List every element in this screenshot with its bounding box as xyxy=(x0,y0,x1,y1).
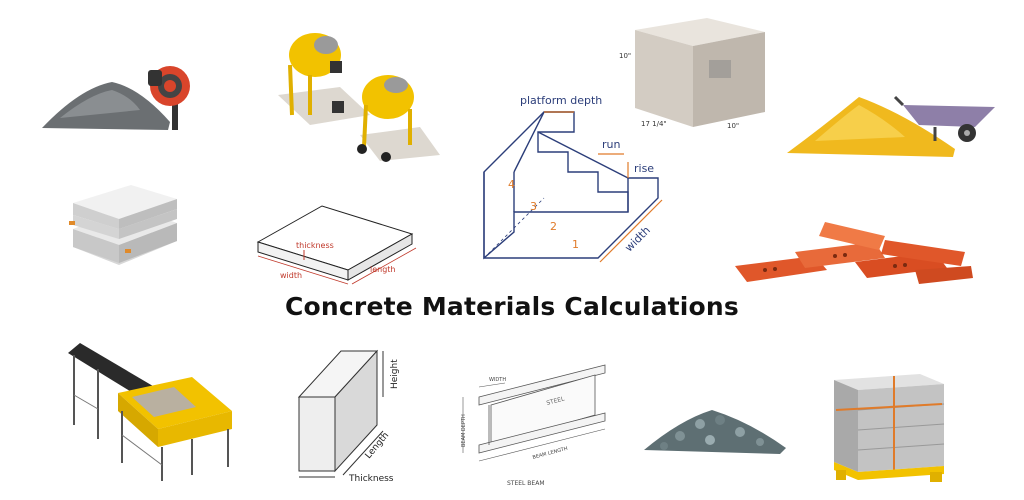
cardboard-box-illustration: 10" 17 1/4" 10" xyxy=(615,12,775,132)
slab-length-label: length xyxy=(370,265,396,274)
stairs-run-label: run xyxy=(602,138,620,151)
block-thickness-label: Thickness xyxy=(348,474,394,484)
box-height-label: 10" xyxy=(619,52,631,60)
slab-width-label: width xyxy=(280,271,302,280)
stairs-diagram: platform depth run rise width 4 3 2 1 xyxy=(478,92,678,264)
stairs-step-4-label: 4 xyxy=(508,178,515,191)
beam-width-label: WIDTH xyxy=(489,377,506,383)
bricks-pile-illustration xyxy=(735,222,975,292)
slab-diagram: thickness width length xyxy=(252,202,422,285)
page-title: Concrete Materials Calculations xyxy=(284,292,740,321)
gravel-mixer-illustration xyxy=(40,60,200,140)
yellow-mixers-illustration xyxy=(270,25,450,165)
hopper-conveyor-illustration xyxy=(62,335,242,485)
stairs-step-3-label: 3 xyxy=(530,200,537,213)
stairs-rise-label: rise xyxy=(634,162,654,175)
box-depth-label: 17 1/4" xyxy=(641,120,667,128)
stairs-step-2-label: 2 xyxy=(550,220,557,233)
panel-stack-pallet-illustration xyxy=(830,370,950,490)
sand-wheelbarrow-illustration xyxy=(785,85,1005,165)
steel-beam-diagram: BEAM DEPTH WIDTH STEEL BEAM LENGTH STEEL… xyxy=(455,355,620,490)
beam-steel-label: STEEL xyxy=(546,395,566,407)
block-dimensions-diagram: Height Length Thickness xyxy=(285,345,410,485)
stairs-platform-depth-label: platform depth xyxy=(520,94,602,107)
beam-caption-label: STEEL BEAM xyxy=(507,480,545,487)
beam-depth-label: BEAM DEPTH xyxy=(461,414,467,447)
stairs-step-1-label: 1 xyxy=(572,238,579,251)
gravel-pile-illustration xyxy=(640,400,790,460)
stacked-panels-illustration xyxy=(65,185,185,265)
block-height-label: Height xyxy=(390,359,400,389)
slab-thickness-label: thickness xyxy=(296,241,334,250)
beam-length-label: BEAM LENGTH xyxy=(532,446,569,461)
box-width-label: 10" xyxy=(727,122,739,130)
